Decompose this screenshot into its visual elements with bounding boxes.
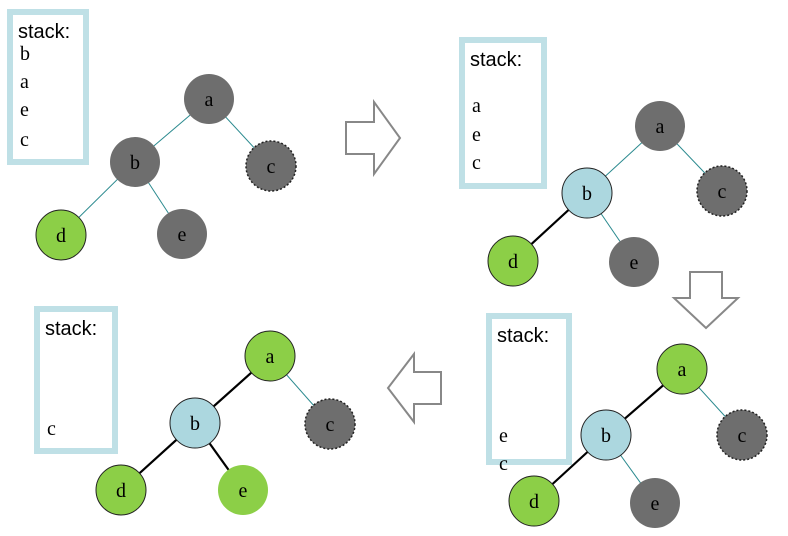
stack-item-e: e	[472, 124, 481, 146]
node-label: d	[529, 491, 539, 513]
node-circle	[218, 465, 268, 515]
stack-title: stack:	[497, 325, 549, 347]
node-label: a	[678, 359, 687, 381]
panel-4: stack: c a b c d e	[34, 306, 356, 516]
node-label: b	[582, 183, 592, 205]
node-label: a	[656, 116, 665, 138]
node-label: b	[601, 425, 611, 447]
node-circle	[35, 209, 87, 261]
node-e: e	[630, 478, 680, 528]
node-circle	[487, 235, 539, 287]
stack-item-c: c	[47, 418, 56, 440]
node-a: a	[656, 343, 708, 395]
node-label: c	[718, 181, 727, 203]
left-arrow-icon	[386, 351, 442, 425]
node-label: e	[178, 224, 187, 246]
stack-item-c: c	[472, 152, 481, 174]
stack-item-c: c	[20, 129, 29, 151]
node-circle	[635, 101, 685, 151]
node-label: d	[56, 225, 66, 247]
stack-item-c: c	[499, 453, 508, 475]
node-label: a	[266, 346, 275, 368]
node-d: d	[508, 475, 560, 527]
node-circle	[169, 397, 221, 449]
node-label: c	[326, 414, 335, 436]
node-label: c	[738, 425, 747, 447]
stack-title: stack:	[45, 318, 97, 340]
node-a: a	[244, 330, 296, 382]
node-label: e	[239, 480, 248, 502]
node-e: e	[609, 237, 659, 287]
node-label: d	[116, 480, 126, 502]
stack-item-e: e	[499, 425, 508, 447]
node-c: c	[304, 398, 356, 450]
node-a: a	[184, 74, 234, 124]
node-b: b	[561, 167, 613, 219]
node-circle	[716, 409, 768, 461]
node-label: b	[130, 152, 140, 174]
node-circle	[656, 343, 708, 395]
node-b: b	[580, 409, 632, 461]
node-label: d	[508, 251, 518, 273]
stack-item-a: a	[472, 95, 481, 117]
node-circle	[245, 140, 297, 192]
node-c: c	[245, 140, 297, 192]
node-e: e	[157, 209, 207, 259]
node-label: a	[205, 89, 214, 111]
stack-title: stack:	[470, 49, 522, 71]
node-d: d	[35, 209, 87, 261]
node-b: b	[110, 137, 160, 187]
stack-box	[486, 313, 572, 465]
node-circle	[184, 74, 234, 124]
stack-item-e: e	[20, 99, 29, 121]
stack-item-b: b	[20, 43, 30, 65]
node-circle	[157, 209, 207, 259]
node-circle	[630, 478, 680, 528]
node-circle	[580, 409, 632, 461]
node-d: d	[487, 235, 539, 287]
node-circle	[304, 398, 356, 450]
node-circle	[609, 237, 659, 287]
stack-box	[7, 9, 89, 165]
node-circle	[244, 330, 296, 382]
node-circle	[508, 475, 560, 527]
node-d: d	[95, 464, 147, 516]
stack-box	[459, 37, 547, 189]
node-label: e	[651, 493, 660, 515]
right-arrow-icon	[345, 98, 402, 178]
node-circle	[561, 167, 613, 219]
stack-title: stack:	[18, 21, 70, 43]
node-circle	[110, 137, 160, 187]
node-e: e	[218, 465, 268, 515]
node-b: b	[169, 397, 221, 449]
down-arrow-icon	[671, 271, 741, 330]
node-c: c	[716, 409, 768, 461]
stack-box	[34, 306, 118, 454]
node-circle	[696, 165, 748, 217]
node-label: b	[190, 413, 200, 435]
stack-item-a: a	[20, 71, 29, 93]
node-a: a	[635, 101, 685, 151]
node-label: c	[267, 156, 276, 178]
node-circle	[95, 464, 147, 516]
node-label: e	[630, 252, 639, 274]
node-c: c	[696, 165, 748, 217]
